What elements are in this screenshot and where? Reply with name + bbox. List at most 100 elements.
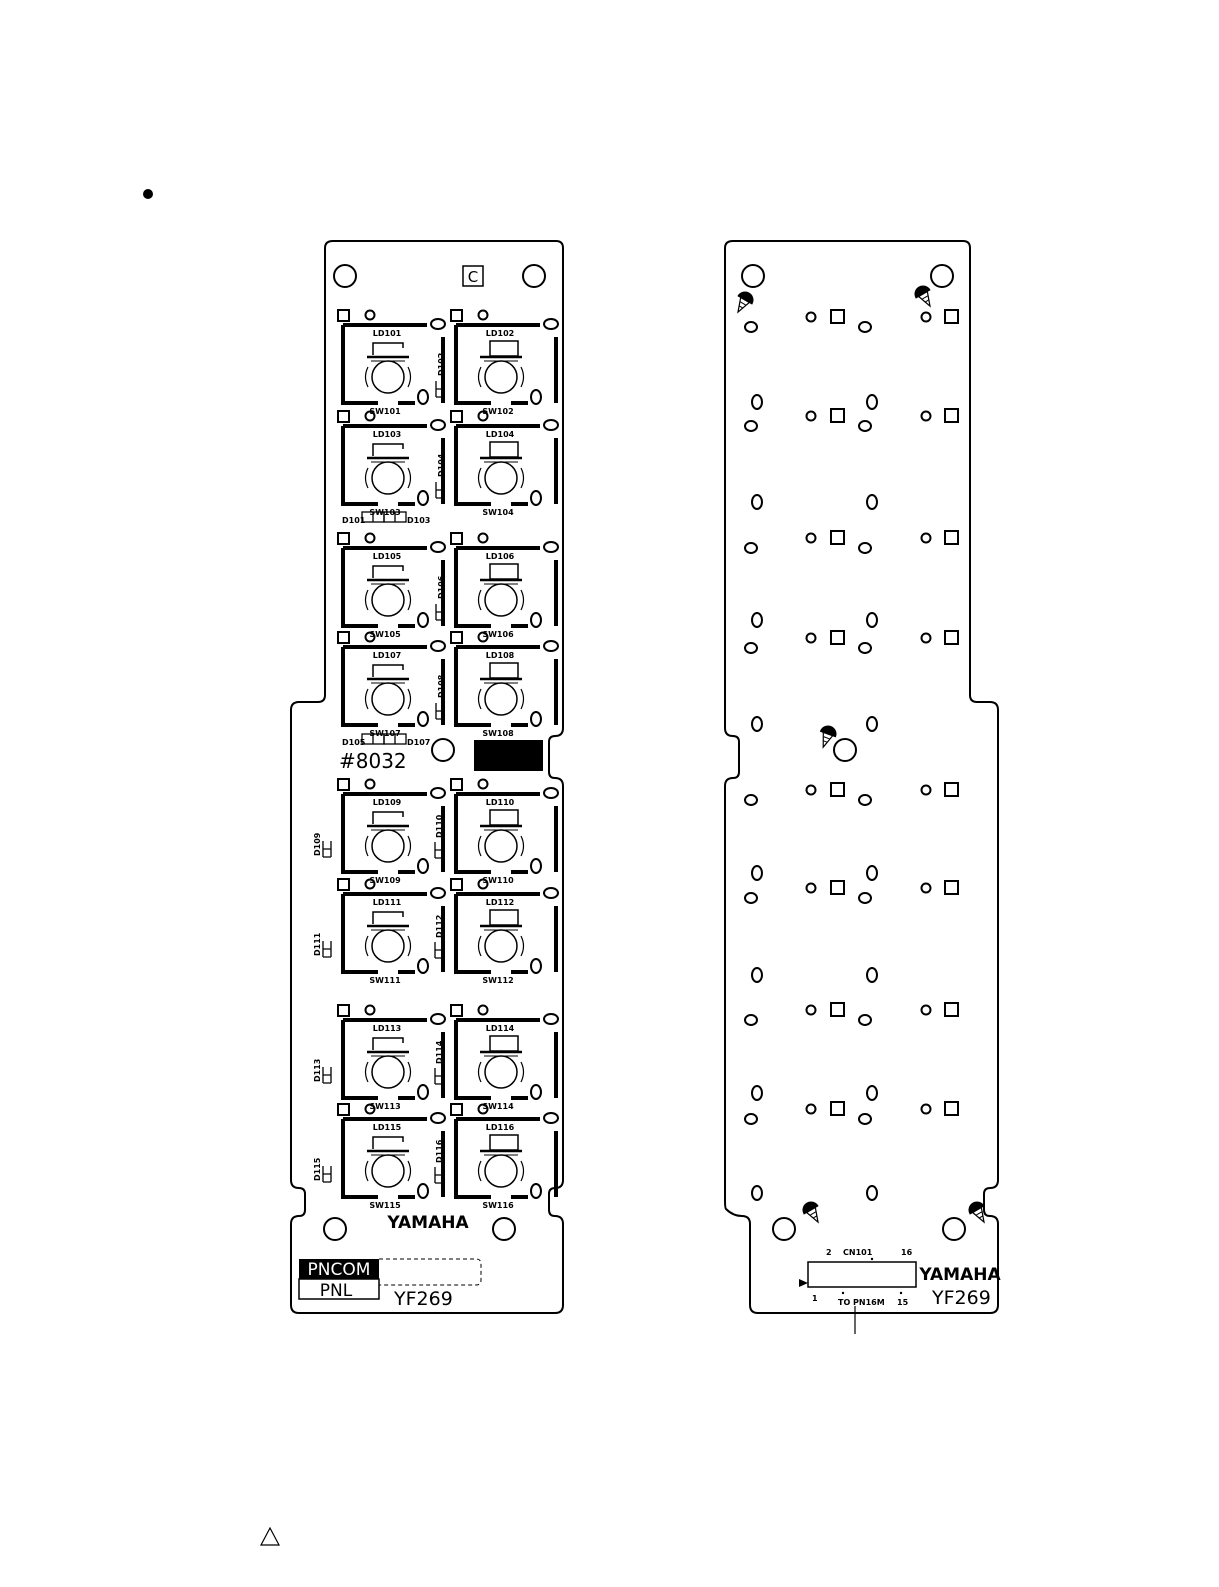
oval-pad [543,1112,559,1124]
oval-pad [744,420,758,432]
oval-pad [417,858,429,874]
square-pad [337,1103,350,1116]
key-frame [341,325,415,405]
led-outline [489,1035,519,1052]
oval-pad [430,318,446,330]
round-pad [477,1004,489,1016]
square-pad [450,532,463,545]
oval-pad [417,1183,429,1199]
oval-pad [417,1084,429,1100]
model-back: YF269 [931,1287,991,1309]
oval-pad [744,321,758,333]
round-pad [364,878,376,890]
switch-bracket [364,1061,369,1083]
key-frame [341,548,415,628]
led-label: LD102 [486,329,514,338]
connector-pin-bottom-right: 15 [897,1298,909,1307]
oval-pad [866,865,878,881]
connector-destination: TO PN16M [838,1298,885,1307]
switch-bracket [520,688,525,710]
oval-pad [417,711,429,727]
led-outline [489,1134,519,1151]
warning-triangle-icon [260,1526,280,1546]
pad-row [744,630,959,654]
oval-pad [543,419,559,431]
led-label: LD104 [486,430,515,439]
oval-pad [858,1113,872,1125]
switch-button [371,682,405,716]
pcb-back-side: 2 CN101 16 1 TO PN16M 15 YAMAHA YF269 [724,240,1001,1334]
screw-head [968,1201,985,1215]
oval-pad [744,642,758,654]
mounting-hole [930,264,954,288]
switch-button [484,360,518,394]
label-inverted: PNCOM [308,1260,371,1280]
diode-label: D115 [313,1157,322,1181]
pad-row [744,782,959,806]
oval-pad [866,716,878,732]
screw-shank [805,1206,819,1224]
mounting-hole [431,738,455,762]
oval-pad [543,1013,559,1025]
round-pad [364,1103,376,1115]
diode-label: D108 [437,674,446,698]
diode-outline [434,942,444,959]
oval-pad [530,1183,542,1199]
switch-button [484,829,518,863]
oval-pad [430,1013,446,1025]
switch-button [484,1055,518,1089]
round-pad [920,311,932,323]
square-pad [337,1004,350,1017]
led-outline [372,565,404,578]
led-label: LD107 [373,651,401,660]
connector-name: CN101 [843,1248,873,1257]
switch-bracket [407,835,412,857]
key-frame [341,794,415,874]
switch-bracket [407,589,412,611]
square-pad [337,410,350,423]
switch-bracket [520,1061,525,1083]
oval-pad [866,1185,878,1201]
oval-pad [543,887,559,899]
mounting-hole [333,264,357,288]
switch-bracket [407,366,412,388]
switch-bracket [477,1160,482,1182]
key-frame [454,325,528,405]
oval-pad [866,1085,878,1101]
round-pad [364,631,376,643]
connector-dot [899,1291,903,1295]
diode-outline [435,482,445,499]
screw-thread [810,1211,816,1216]
board-outline [290,240,564,1314]
oval-pad [858,1014,872,1026]
switch-bracket [364,688,369,710]
switch-bracket [364,589,369,611]
diode-outline [434,1068,444,1085]
oval-pad [858,420,872,432]
square-pad [944,782,959,797]
connector-pin-bottom-left: 1 [812,1294,818,1303]
pad-row [744,530,959,554]
round-pad [477,1103,489,1115]
oval-pad [751,612,763,628]
corner-mark-box [462,265,484,287]
led-outline [372,911,404,924]
switch-bracket [364,467,369,489]
oval-pad [751,1185,763,1201]
switch-bracket [477,688,482,710]
switch-button [484,583,518,617]
screw-thread [925,299,929,303]
led-label: LD101 [373,329,402,338]
oval-pad [751,865,763,881]
oval-pad [417,958,429,974]
switch-label: SW114 [482,1102,514,1111]
round-pad [805,410,817,422]
round-pad [364,532,376,544]
connector-cn101: 2 CN101 16 1 TO PN16M 15 [799,1248,917,1334]
diode-label: D104 [437,453,446,477]
led-label: LD116 [486,1123,515,1132]
